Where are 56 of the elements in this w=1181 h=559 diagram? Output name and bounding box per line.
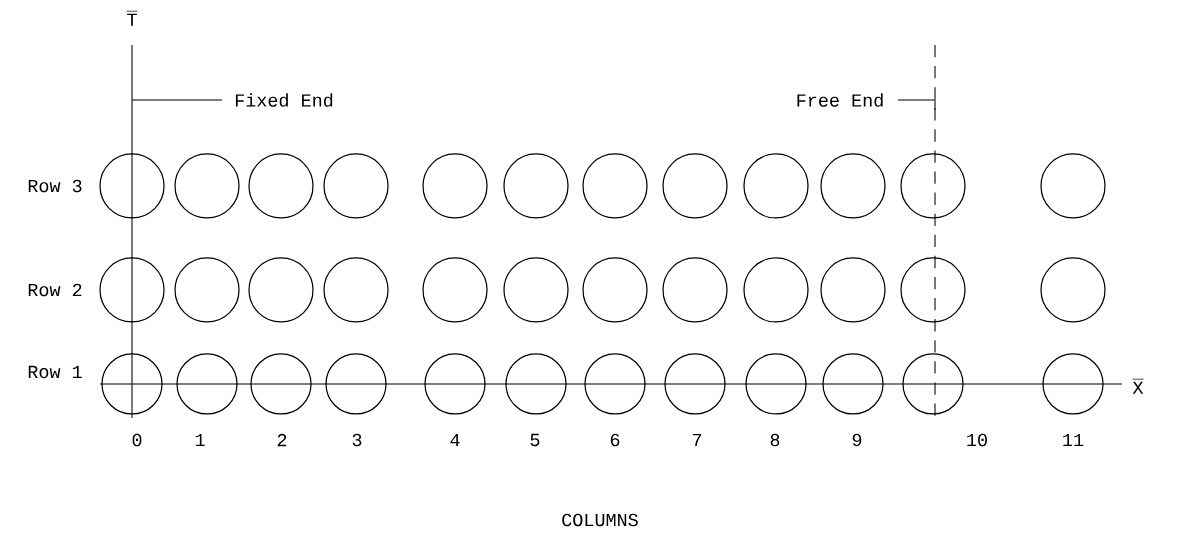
column-number: 6 [610, 433, 620, 447]
circle [424, 353, 486, 415]
column-number: 10 [967, 433, 987, 447]
axis-title: COLUMNS [562, 513, 638, 527]
circle [503, 257, 569, 323]
column-number: 9 [852, 433, 862, 447]
circle [1042, 353, 1104, 415]
circle [584, 353, 646, 415]
circle [248, 153, 314, 219]
end-label: Free End [797, 93, 883, 107]
circle [505, 353, 567, 415]
column-number: 0 [132, 433, 142, 447]
circle [900, 257, 966, 323]
row-label: Row 3 [28, 179, 82, 193]
circle [582, 257, 648, 323]
column-number: 4 [450, 433, 460, 447]
circle [323, 153, 389, 219]
circle [820, 257, 886, 323]
circle [900, 153, 966, 219]
circle [422, 257, 488, 323]
circle [820, 153, 886, 219]
row-label: Row 2 [28, 283, 82, 297]
circle [664, 353, 726, 415]
column-number: 7 [692, 433, 702, 447]
circle [323, 257, 389, 323]
column-number: 1 [195, 433, 205, 447]
circle [1040, 153, 1106, 219]
circle [99, 257, 165, 323]
circle [325, 353, 387, 415]
circle [745, 353, 807, 415]
circle [582, 153, 648, 219]
circle [174, 153, 240, 219]
column-number: 2 [277, 433, 287, 447]
column-number: 11 [1063, 433, 1084, 447]
axis-label: $\overline{\mathrm{T}}$ [126, 11, 138, 26]
circle [250, 353, 312, 415]
circle [662, 257, 728, 323]
axis-label: $\overline{\mathrm{X}}$ [1132, 379, 1144, 394]
row-label: Row 1 [28, 365, 82, 379]
circle [174, 257, 240, 323]
column-number: 3 [352, 433, 362, 447]
circle [1040, 257, 1106, 323]
circle [902, 353, 964, 415]
end-label: Fixed End [235, 93, 333, 107]
column-number: 5 [530, 433, 540, 447]
column-number: 8 [770, 433, 780, 447]
circle [662, 153, 728, 219]
circle [99, 153, 165, 219]
circle [503, 153, 569, 219]
circle [743, 257, 809, 323]
circle [422, 153, 488, 219]
circle [743, 153, 809, 219]
circle [101, 353, 163, 415]
circle [248, 257, 314, 323]
circle [176, 353, 238, 415]
circle [822, 353, 884, 415]
